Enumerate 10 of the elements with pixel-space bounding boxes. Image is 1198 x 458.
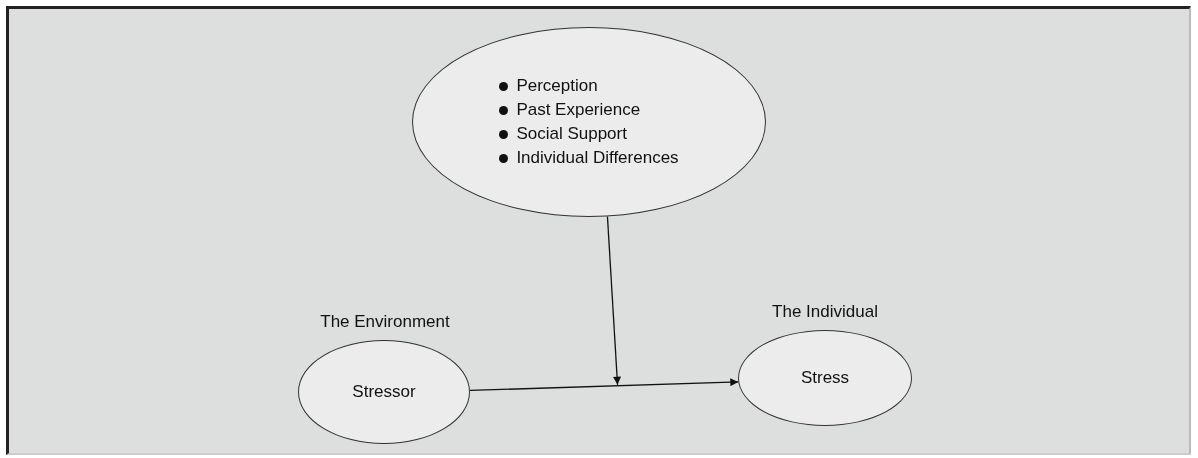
node-label: Stressor: [352, 382, 416, 402]
list-item: Individual Differences: [516, 148, 679, 168]
list-item: Perception: [516, 76, 598, 96]
node-heading: The Individual: [771, 302, 879, 322]
arrow: [469, 378, 739, 392]
list-item: Social Support: [516, 124, 627, 144]
node-heading: The Environment: [319, 312, 451, 332]
node-label: Stress: [800, 368, 850, 388]
list-item: Past Experience: [516, 100, 641, 120]
arrow: [606, 215, 622, 386]
